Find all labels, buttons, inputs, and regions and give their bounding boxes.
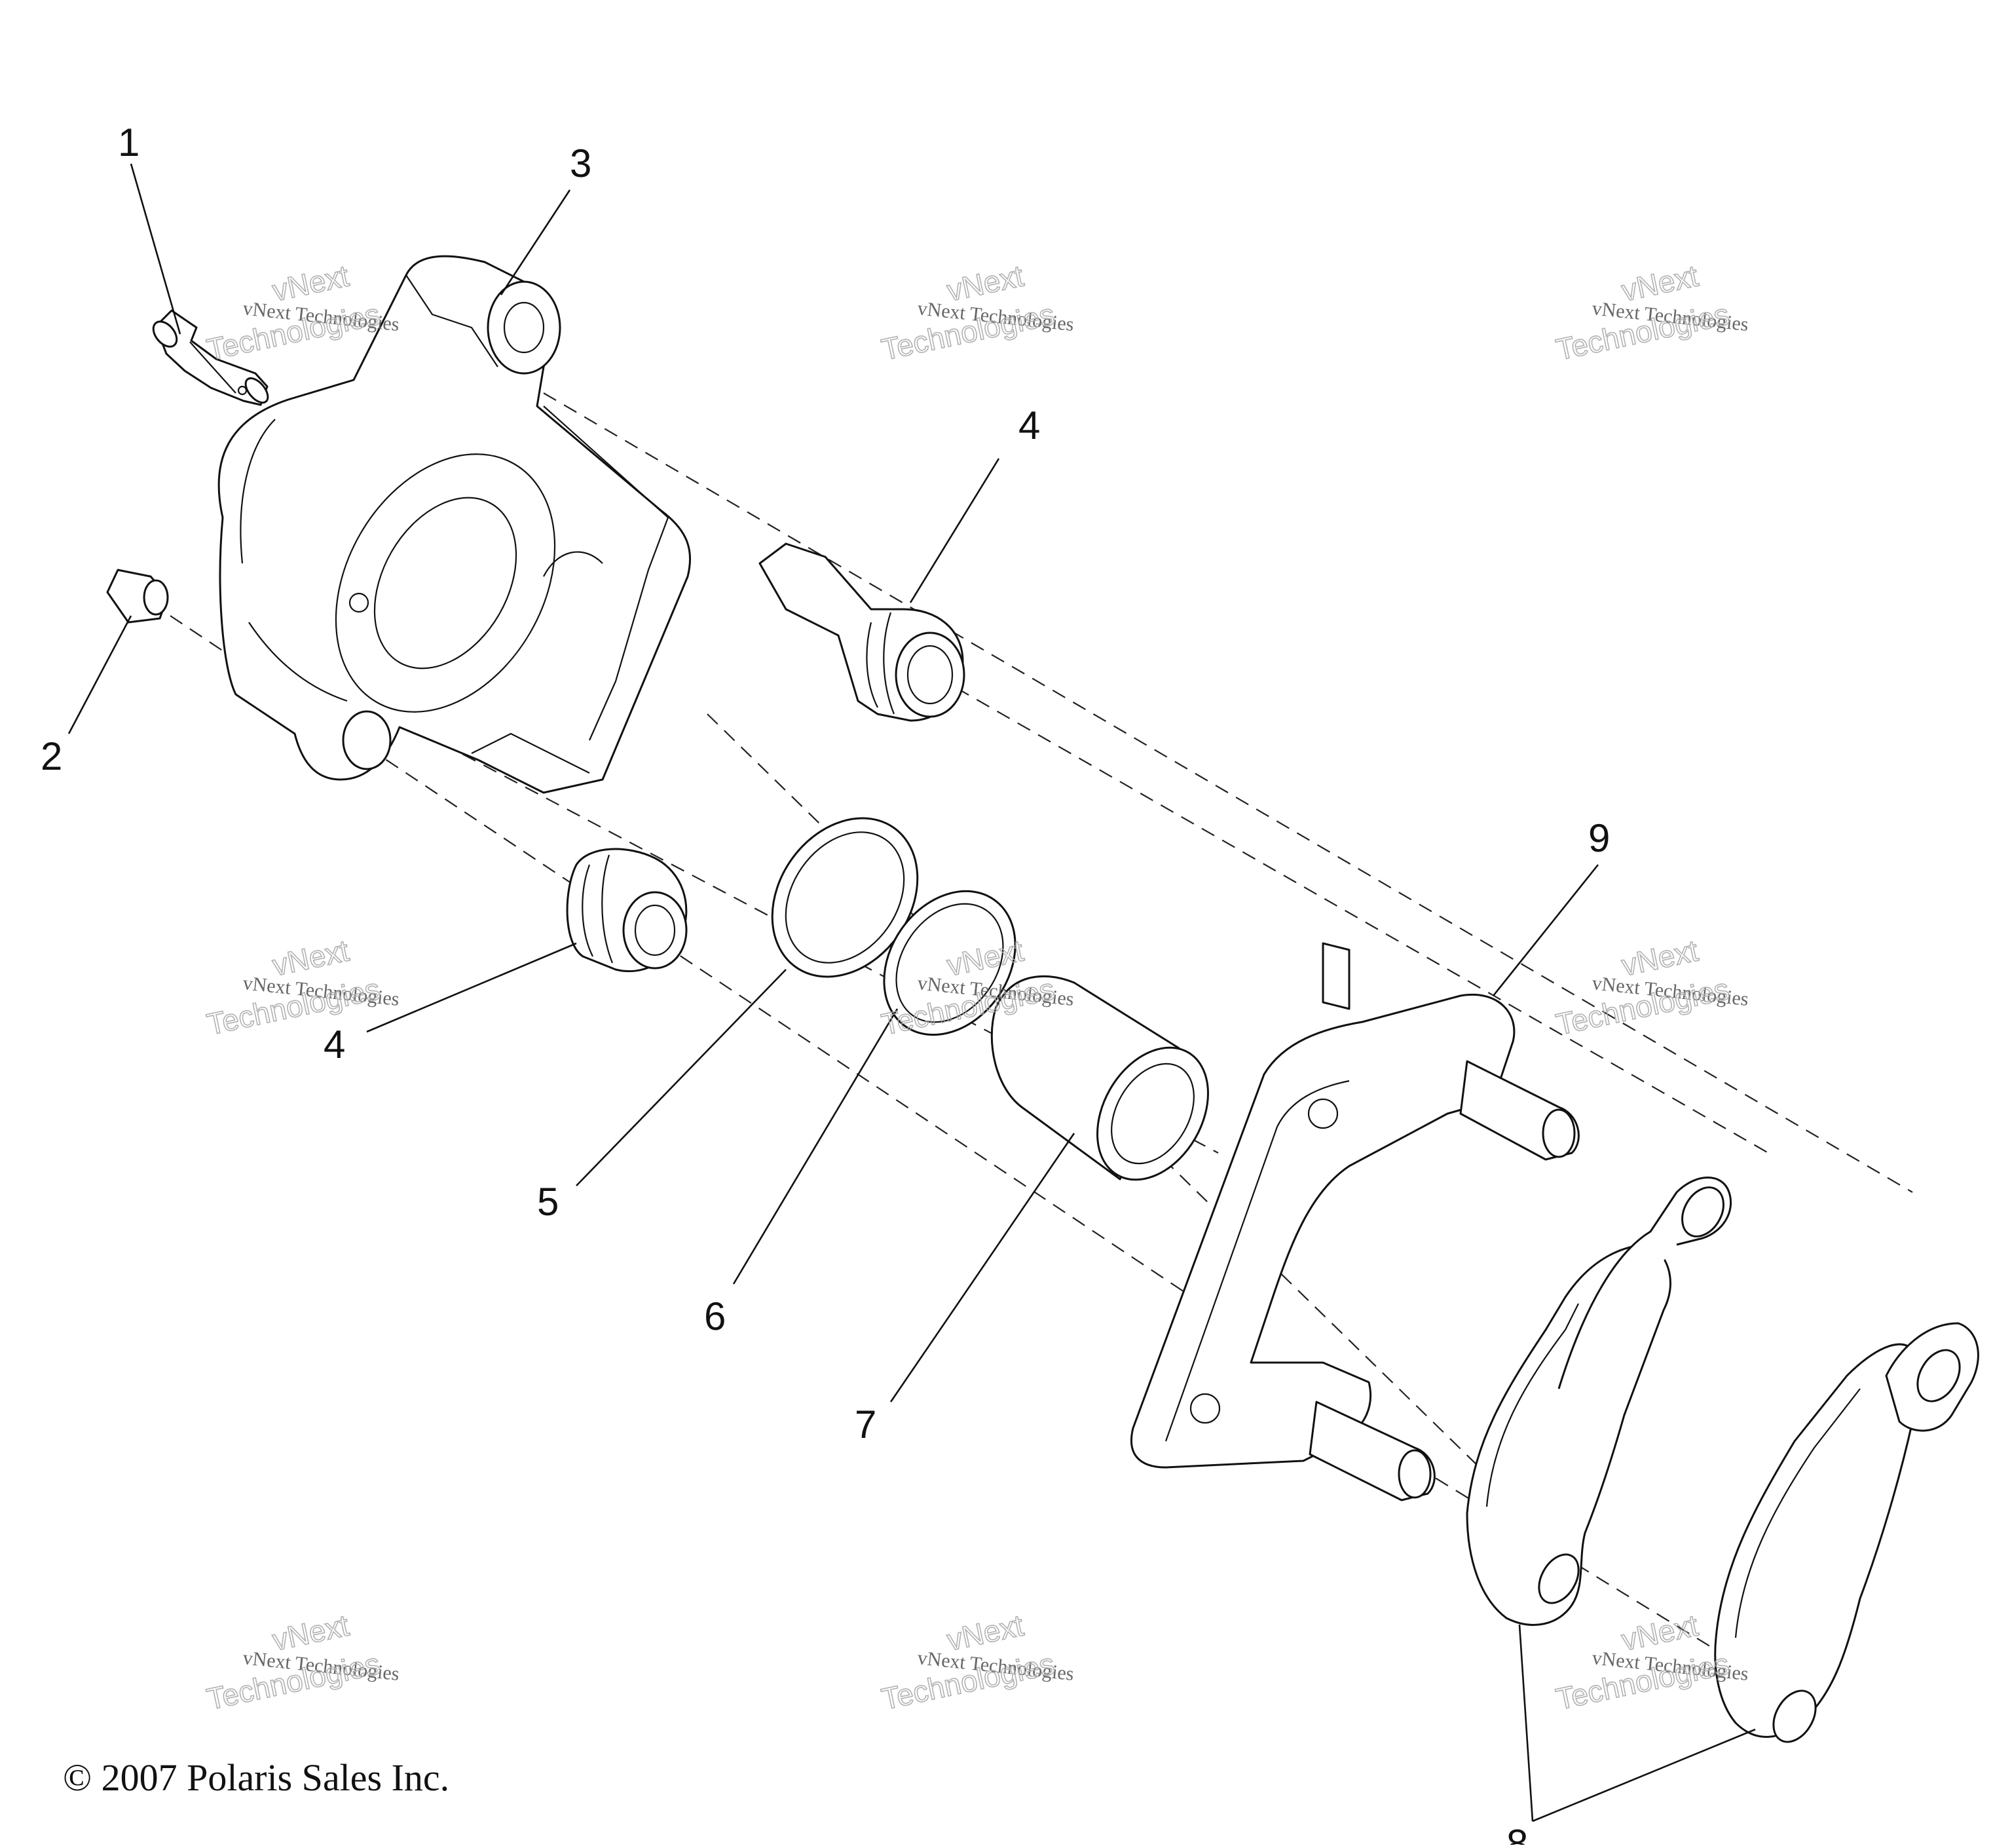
watermark: vNext vNext Technologies Technologies <box>878 1608 1075 1717</box>
callout-9: 9 <box>1588 816 1610 860</box>
watermark: vNext vNext Technologies Technologies <box>203 1608 400 1717</box>
pin-boot-lower-part <box>566 848 688 973</box>
svg-text:vNext: vNext <box>1618 258 1701 307</box>
svg-text:vNext: vNext <box>269 258 352 307</box>
watermark: vNext vNext Technologies Technologies <box>1552 933 1749 1042</box>
brake-pad-front-part <box>1466 1177 1732 1626</box>
watermark: vNext vNext Technologies Technologies <box>878 258 1075 368</box>
copyright-notice: © 2007 Polaris Sales Inc. <box>63 1756 450 1799</box>
callout-8: 8 <box>1506 1822 1528 1845</box>
callout-4-lower: 4 <box>324 1023 345 1066</box>
piston-part <box>990 975 1209 1181</box>
leader-lines <box>67 163 1756 1822</box>
caliper-bracket-part <box>1130 942 1580 1501</box>
svg-text:vNext: vNext <box>944 1608 1026 1657</box>
callout-3: 3 <box>570 141 591 185</box>
bleeder-screw-part <box>152 309 269 406</box>
svg-text:vNext: vNext <box>1618 933 1701 982</box>
caliper-body-part <box>217 255 692 794</box>
svg-text:vNext: vNext <box>1618 1608 1701 1657</box>
callout-5: 5 <box>537 1180 559 1224</box>
callout-7: 7 <box>855 1403 876 1446</box>
brake-pad-rear-part <box>1714 1322 1979 1743</box>
callout-6: 6 <box>704 1294 726 1338</box>
svg-text:vNext: vNext <box>269 933 352 982</box>
watermark: vNext vNext Technologies Technologies <box>203 933 400 1042</box>
callout-2: 2 <box>41 734 62 778</box>
watermark: vNext vNext Technologies Technologies <box>1552 258 1749 368</box>
callout-1: 1 <box>118 121 140 164</box>
svg-text:vNext: vNext <box>944 258 1026 307</box>
pin-boot-upper-part <box>758 542 965 722</box>
piston-seal-part <box>883 890 1016 1036</box>
bleeder-cap-part <box>106 569 169 624</box>
svg-text:vNext: vNext <box>269 1608 352 1657</box>
callout-labels: 1 2 3 4 4 5 6 7 8 9 <box>41 121 1610 1848</box>
callout-4-upper: 4 <box>1018 404 1040 447</box>
